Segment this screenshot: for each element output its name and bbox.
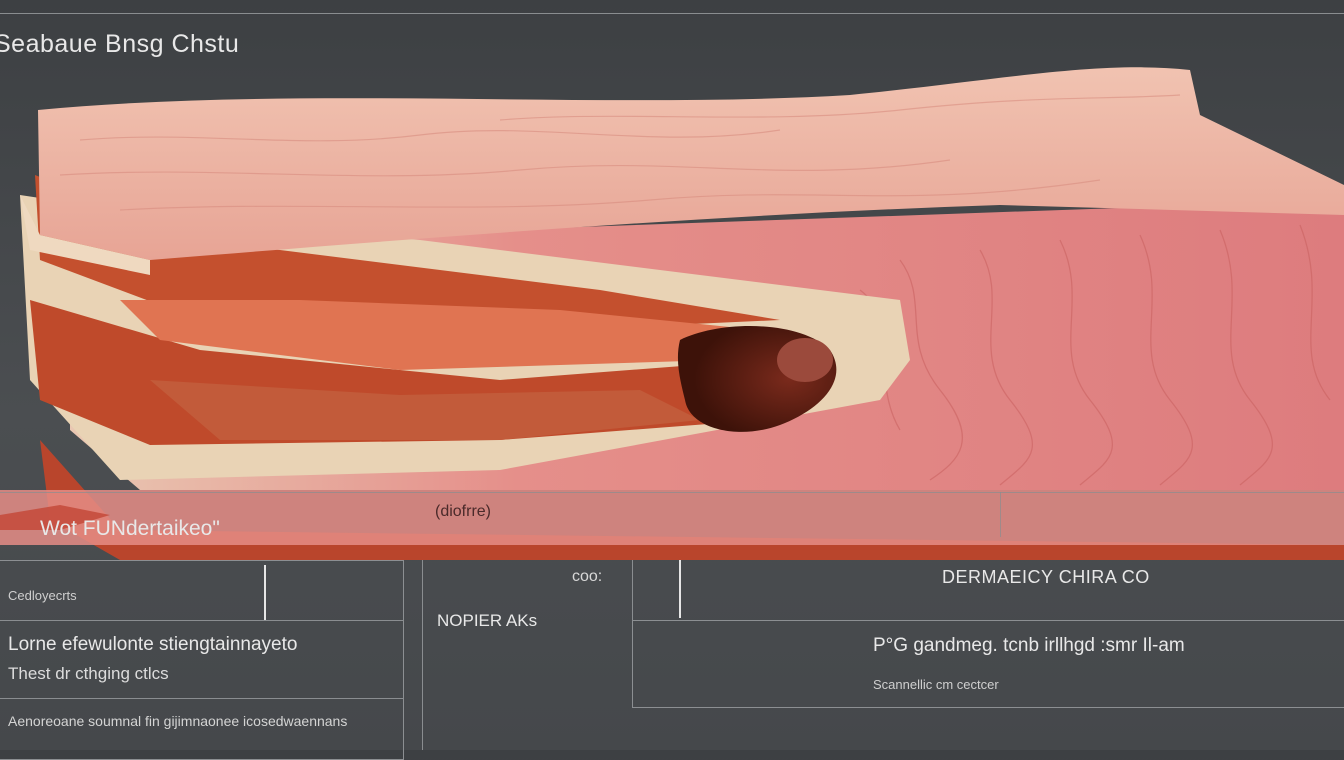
muscle-layer-3 <box>120 300 760 370</box>
right-heading: DERMAEICY CHIRA CO <box>942 567 1150 587</box>
overlay-label-center: (diofrre) <box>435 503 492 520</box>
left-red-accent <box>0 505 110 530</box>
left-panel-line2: Thest dr cthging ctlcs <box>8 664 169 683</box>
muscle-layer-4 <box>150 380 700 440</box>
right-panel <box>632 620 1344 708</box>
right-tick <box>679 560 681 618</box>
middle-column-left-rule <box>422 560 423 750</box>
overlay-rule <box>0 492 1344 493</box>
left-panel-small-label: Cedloyecrts <box>8 588 77 603</box>
muscle-layer-1 <box>35 175 780 330</box>
left-panel-footer: Aenoreoane soumnal fin gijimnaonee icose… <box>8 713 348 729</box>
mid-small-label: coo: <box>572 568 603 585</box>
left-panel-line1: Lorne efewulonte stiengtainnayeto <box>8 634 298 655</box>
right-panel-line2: Scannellic cm cectcer <box>873 677 999 692</box>
left-panel-rule-2 <box>0 698 404 699</box>
lower-band <box>0 490 1344 545</box>
middle-label: NOPIER AKs <box>437 611 538 630</box>
surface-texture <box>59 94 1181 211</box>
overlay-label-left: Wot FUNdertaikeo" <box>40 517 220 540</box>
page-title: Seabaue Bnsg Chstu <box>0 30 240 58</box>
side-texture <box>859 224 1331 486</box>
right-panel-line1: P°G gandmeg. tcnb irllhgd :smr Il-am <box>873 635 1185 656</box>
left-panel-tick <box>264 565 266 620</box>
top-rule <box>0 13 1344 14</box>
muscle-base-layer <box>40 440 1344 560</box>
right-column-rule <box>632 560 633 620</box>
epidermis-top-surface <box>38 67 1344 260</box>
cut-edge-strip <box>20 195 150 275</box>
left-panel-rule <box>0 620 404 621</box>
cavity-nodule <box>777 338 833 382</box>
overlay-divider <box>1000 492 1001 537</box>
